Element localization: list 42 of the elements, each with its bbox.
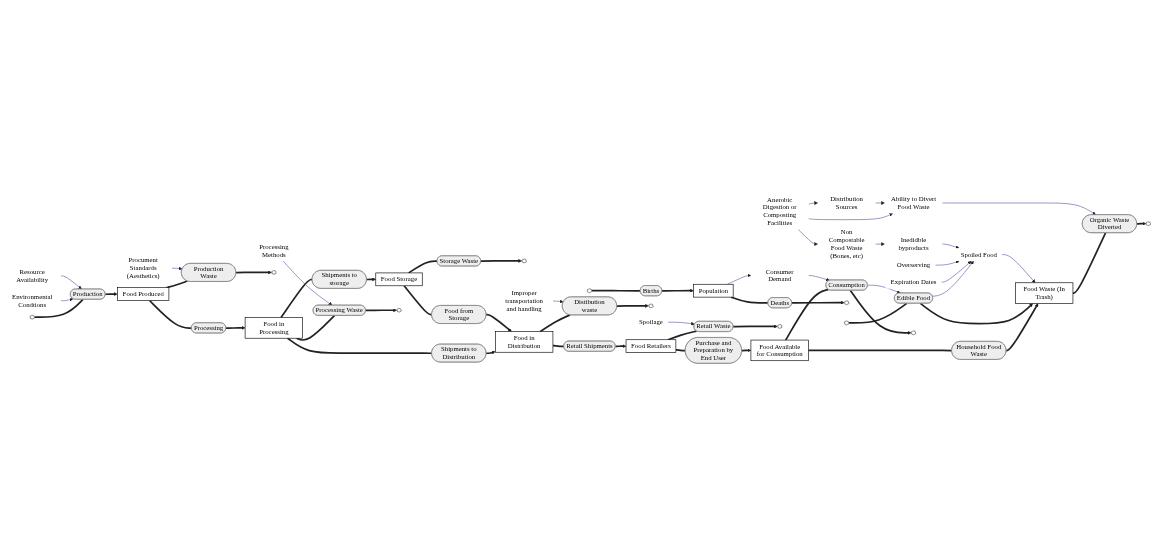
arrow xyxy=(919,302,1034,325)
arrow xyxy=(225,326,246,330)
node-cloud xyxy=(271,270,277,275)
connector xyxy=(403,284,433,316)
arrow xyxy=(235,270,272,275)
connector xyxy=(539,314,571,333)
arrow xyxy=(104,292,118,296)
arrow xyxy=(614,344,627,348)
arrow xyxy=(732,324,778,329)
arrow xyxy=(480,259,523,263)
arrow xyxy=(849,289,912,335)
connector xyxy=(730,296,769,304)
connector xyxy=(590,289,642,292)
node-cloud xyxy=(396,308,402,313)
connector xyxy=(148,299,193,329)
connector xyxy=(848,302,908,324)
arrow xyxy=(616,304,649,308)
node-cloud xyxy=(1145,221,1151,226)
node-cloud xyxy=(648,303,654,309)
arrow xyxy=(485,313,512,332)
connector xyxy=(807,349,953,352)
node-cloud xyxy=(844,300,850,305)
node-cloud xyxy=(586,288,593,293)
connector xyxy=(667,330,698,341)
node-cloud xyxy=(844,320,850,326)
arrow xyxy=(364,308,397,313)
arrow xyxy=(1136,221,1147,226)
arrow xyxy=(1005,303,1039,352)
connector xyxy=(165,280,189,289)
connector xyxy=(784,288,830,341)
connector xyxy=(407,260,438,274)
connector xyxy=(286,337,433,355)
connector xyxy=(1072,232,1107,294)
arrow xyxy=(485,350,496,355)
connector xyxy=(280,278,314,319)
connector xyxy=(552,344,565,348)
arrow xyxy=(661,288,694,293)
node-cloud xyxy=(29,315,35,320)
arrow xyxy=(791,300,845,305)
node-cloud xyxy=(521,258,527,264)
node-cloud xyxy=(910,330,917,336)
node-cloud xyxy=(777,324,783,329)
